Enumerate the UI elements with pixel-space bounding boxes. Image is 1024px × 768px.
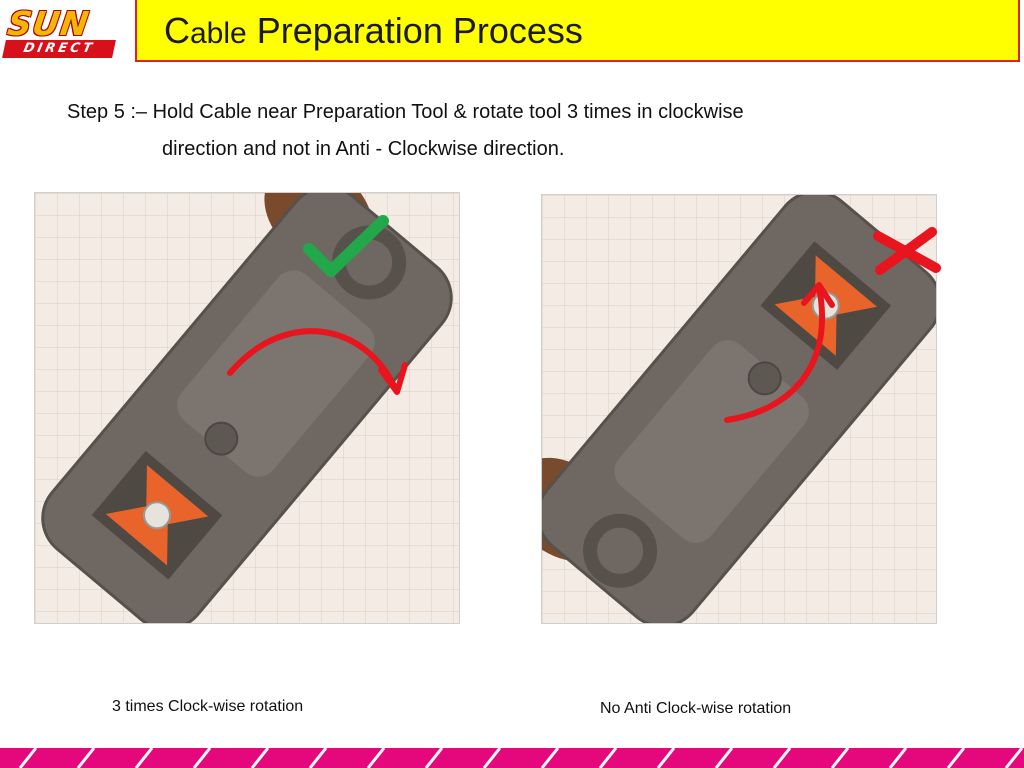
- footer-stripe: [0, 748, 1024, 768]
- title-rest: Preparation Process: [246, 10, 583, 51]
- tool-ring-right: [583, 513, 658, 588]
- title-bar: Cable Preparation Process: [135, 0, 1020, 62]
- slide-title: Cable Preparation Process: [164, 10, 583, 52]
- clockwise-arrowhead-icon: [378, 362, 408, 395]
- step-instruction: Step 5 :– Hold Cable near Preparation To…: [67, 94, 967, 168]
- step-line-1: Step 5 :– Hold Cable near Preparation To…: [67, 101, 744, 123]
- blade-screw-left: [143, 501, 172, 530]
- logo-direct-text: DIRECT: [2, 40, 116, 58]
- tool-ring-left: [332, 225, 407, 300]
- anticlockwise-arrow-icon: [724, 284, 826, 423]
- caption-clockwise: 3 times Clock-wise rotation: [112, 698, 304, 715]
- photo-anticlockwise-tool: [541, 194, 937, 624]
- tool-screw-right: [747, 361, 782, 396]
- check-icon: [303, 215, 389, 277]
- caption-anticlockwise: No Anti Clock-wise rotation: [600, 700, 792, 717]
- cross-icon: [873, 227, 941, 275]
- sun-direct-logo: SUN DIRECT: [0, 0, 133, 66]
- title-small: able: [190, 17, 247, 50]
- tool-screw-left: [204, 421, 239, 456]
- step-line-2: direction and not in Anti - Clockwise di…: [162, 138, 565, 160]
- footer-slash-pattern: [18, 748, 1024, 768]
- anticlockwise-tool-illustration: [542, 195, 936, 623]
- logo-sun-text: SUN: [5, 4, 92, 43]
- title-lead: C: [164, 10, 190, 51]
- anticlockwise-arrowhead-icon: [801, 282, 835, 308]
- photo-clockwise-tool: [34, 192, 460, 624]
- clockwise-arrow-icon: [227, 328, 398, 391]
- clockwise-tool-illustration: [35, 193, 459, 623]
